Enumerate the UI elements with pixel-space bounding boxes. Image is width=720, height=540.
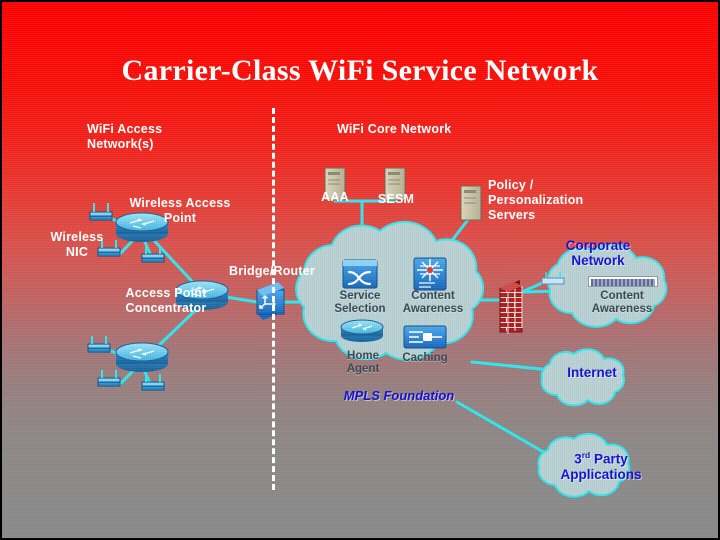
- access-point-concentrator-label: Access Point Concentrator: [125, 286, 207, 315]
- bridge-router-switch[interactable]: [256, 282, 285, 320]
- home-agent-label: Home Agent: [346, 350, 380, 375]
- page-title: Carrier-Class WiFi Service Network: [121, 54, 599, 87]
- wireless-nic-group: [87, 203, 165, 391]
- aaa-server-label: AAA: [321, 190, 349, 204]
- selected-text-highlight[interactable]: [588, 276, 658, 287]
- access-point-concentrator-router[interactable]: [175, 280, 229, 310]
- wireless-nic[interactable]: [89, 203, 113, 221]
- content-awareness-label: Content Awareness: [402, 290, 464, 315]
- wifi-access-network-label: WiFi Access Network(s): [87, 122, 163, 151]
- service-selection-node[interactable]: [342, 259, 378, 289]
- internet-cloud[interactable]: [540, 348, 626, 407]
- corporate-switch-icon[interactable]: [541, 272, 565, 285]
- corporate-content-awareness-label: Content Awareness: [591, 290, 653, 315]
- content-awareness-node[interactable]: [413, 257, 447, 291]
- wireless-nic[interactable]: [141, 246, 165, 263]
- wireless-nic[interactable]: [87, 336, 111, 353]
- caching-label: Caching: [402, 352, 448, 364]
- wireless-nic[interactable]: [141, 374, 165, 391]
- wireless-access-point-router-lower[interactable]: [115, 342, 169, 372]
- vertical-dashed-divider: [272, 108, 275, 490]
- sesm-server-label: SESM: [377, 192, 415, 206]
- mpls-foundation-label: MPLS Foundation: [343, 388, 455, 403]
- aaa-server[interactable]: [324, 167, 346, 201]
- internet-label: Internet: [567, 365, 617, 380]
- corporate-network-label: Corporate Network: [565, 238, 631, 268]
- third-party-applications-label: 3rd Party Applications: [542, 448, 660, 482]
- wireless-access-point-router[interactable]: [115, 212, 169, 242]
- third-party-ordinal: rd: [581, 450, 591, 460]
- service-selection-label: Service Selection: [334, 290, 386, 315]
- home-agent-node[interactable]: [340, 319, 384, 342]
- bridge-router-label: Bridge/Router: [229, 264, 315, 278]
- firewall[interactable]: [499, 280, 523, 334]
- policy-servers-label: Policy / Personalization Servers: [488, 178, 584, 222]
- third-party-cloud[interactable]: [537, 432, 631, 498]
- wireless-nic[interactable]: [97, 240, 121, 257]
- sesm-server[interactable]: [384, 167, 406, 201]
- wireless-nic[interactable]: [97, 370, 121, 387]
- wireless-nic-label: Wireless NIC: [50, 230, 104, 259]
- third-party-prefix: 3: [574, 451, 582, 467]
- wifi-core-network-label: WiFi Core Network: [337, 122, 452, 136]
- third-party-rest: Party Applications: [560, 451, 642, 482]
- wireless-access-point-label: Wireless Access Point: [129, 196, 231, 225]
- caching-node[interactable]: [403, 325, 447, 349]
- policy-personalization-server[interactable]: [460, 185, 482, 221]
